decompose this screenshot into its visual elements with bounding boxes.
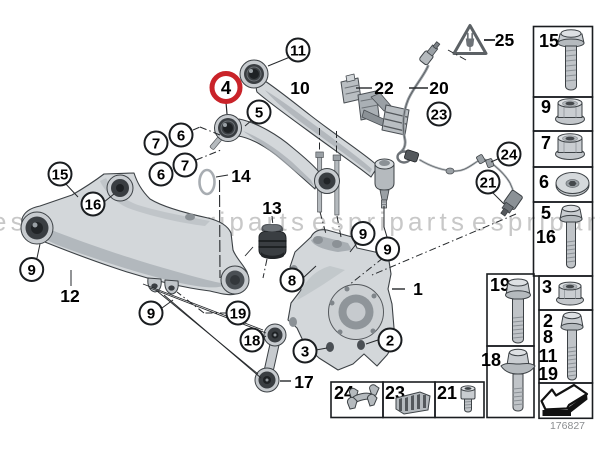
svg-text:6: 6 (157, 167, 165, 184)
svg-text:7: 7 (181, 158, 189, 175)
svg-text:21: 21 (437, 383, 457, 403)
svg-text:24: 24 (501, 147, 518, 164)
svg-text:16: 16 (536, 227, 556, 247)
svg-text:1: 1 (413, 279, 423, 299)
svg-text:5: 5 (541, 203, 551, 223)
svg-text:8: 8 (288, 273, 296, 290)
svg-text:15: 15 (539, 31, 559, 51)
svg-text:10: 10 (290, 78, 310, 98)
svg-text:14: 14 (231, 166, 251, 186)
svg-text:6: 6 (177, 128, 185, 145)
svg-text:19: 19 (538, 364, 558, 384)
svg-text:7: 7 (152, 136, 160, 153)
svg-text:15: 15 (52, 167, 69, 184)
svg-text:2: 2 (386, 333, 394, 350)
svg-text:22: 22 (374, 78, 394, 98)
svg-text:2: 2 (543, 311, 553, 331)
svg-text:13: 13 (262, 198, 282, 218)
svg-text:4: 4 (221, 77, 232, 98)
svg-text:9: 9 (359, 226, 367, 243)
svg-text:17: 17 (294, 372, 313, 392)
svg-text:5: 5 (255, 105, 263, 122)
svg-text:3: 3 (301, 344, 309, 361)
svg-text:9: 9 (541, 97, 551, 117)
svg-text:6: 6 (539, 172, 549, 192)
svg-text:8: 8 (543, 327, 553, 347)
svg-text:9: 9 (147, 306, 155, 323)
svg-text:23: 23 (431, 107, 448, 124)
svg-text:21: 21 (480, 175, 497, 192)
svg-text:20: 20 (429, 78, 449, 98)
svg-text:176827: 176827 (550, 420, 585, 432)
svg-text:11: 11 (290, 43, 306, 60)
svg-text:19: 19 (490, 275, 510, 295)
svg-text:16: 16 (85, 197, 102, 214)
svg-text:18: 18 (481, 350, 501, 370)
svg-text:11: 11 (538, 346, 557, 366)
svg-text:9: 9 (28, 262, 36, 279)
svg-text:3: 3 (542, 277, 552, 297)
svg-text:7: 7 (541, 133, 551, 153)
svg-text:19: 19 (230, 306, 247, 323)
svg-text:25: 25 (495, 30, 515, 50)
svg-text:12: 12 (60, 286, 80, 306)
svg-text:18: 18 (244, 333, 261, 350)
svg-text:9: 9 (383, 242, 391, 259)
